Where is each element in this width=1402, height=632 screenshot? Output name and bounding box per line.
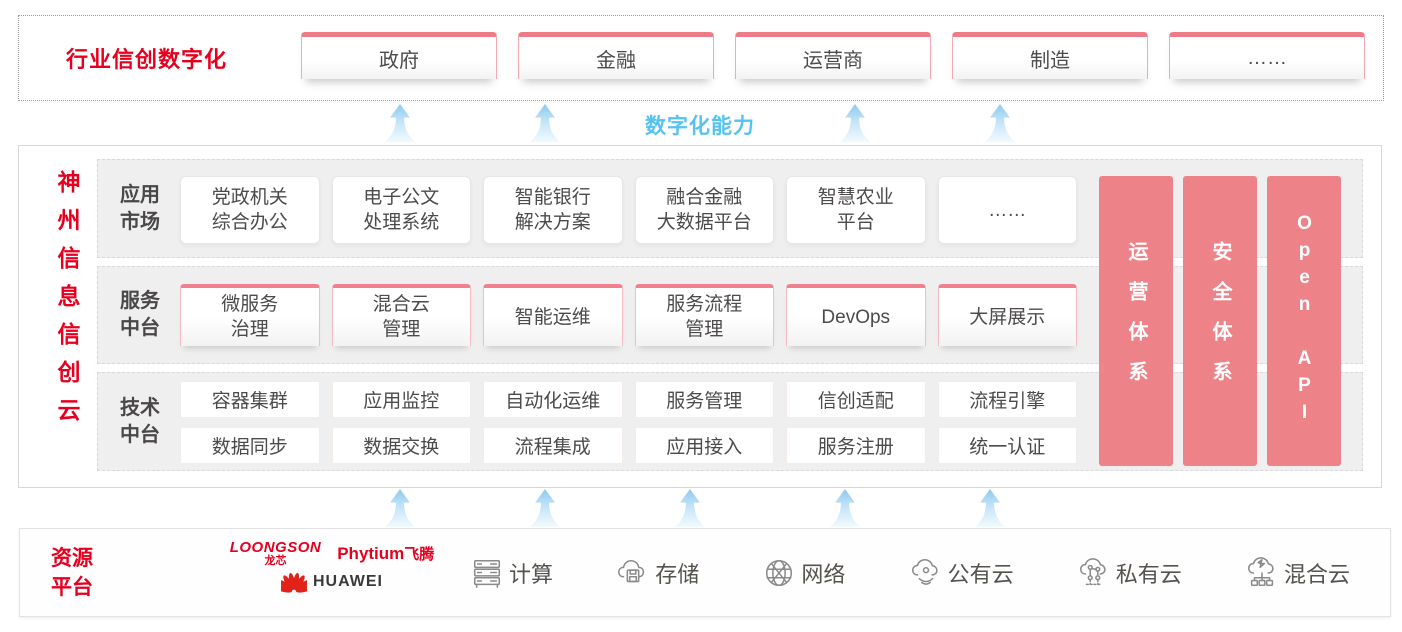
app-card: 智慧农业 平台: [786, 176, 926, 244]
resource-items: 计算 存储: [470, 529, 1350, 616]
up-arrow-icon: [529, 489, 561, 527]
up-arrow-icon: [839, 104, 871, 142]
tech-cell: 应用监控: [331, 381, 471, 418]
capability-label: 数字化能力: [645, 115, 755, 138]
tab-finance: 金融: [518, 32, 714, 79]
resource-item-network: 网络: [762, 556, 845, 590]
vendor-row: LOONGSON 龙芯 Phytium 飞腾: [230, 540, 435, 567]
service-card: 微服务 治理: [180, 284, 320, 346]
up-arrow-icon: [384, 489, 416, 527]
network-icon: [762, 556, 796, 590]
resource-title: 资源 平台: [51, 546, 93, 599]
app-card: 电子公文 处理系统: [331, 176, 471, 244]
resource-item-private-cloud: 私有云: [1077, 556, 1182, 590]
tech-cell: 数据同步: [180, 427, 320, 464]
service-card: 智能运维: [483, 284, 623, 346]
tech-cell: 服务注册: [786, 427, 926, 464]
xinchuang-cloud-panel: 神州信息信创云 应用 市场 党政机关 综合办公 电子公文 处理系统 智能银行 解…: [18, 145, 1382, 488]
up-arrow-icon: [529, 104, 561, 142]
up-arrow-icon: [974, 489, 1006, 527]
up-arrow-icon: [829, 489, 861, 527]
vendor-logos: LOONGSON 龙芯 Phytium 飞腾: [212, 540, 452, 594]
service-platform-band: 服务 中台 微服务 治理 混合云 管理 智能运维 服务流程 管理 DevOps …: [97, 266, 1363, 364]
tech-cell: 信创适配: [786, 381, 926, 418]
pillar-open-api: Open API: [1267, 176, 1341, 466]
huawei-logo: HUAWEI: [281, 570, 383, 594]
storage-icon: [616, 556, 650, 590]
tech-cell: 流程引擎: [937, 381, 1077, 418]
tech-cell: 自动化运维: [483, 381, 623, 418]
up-arrow-icon: [384, 104, 416, 142]
industry-tab-row: 政府 金融 运营商 制造 ……: [301, 32, 1365, 79]
app-market-band: 应用 市场 党政机关 综合办公 电子公文 处理系统 智能银行 解决方案 融合金融…: [97, 159, 1363, 258]
app-card: 党政机关 综合办公: [180, 176, 320, 244]
tab-government: 政府: [301, 32, 497, 79]
band-label: 服务 中台: [120, 290, 160, 339]
resource-label: 混合云: [1283, 561, 1350, 587]
tech-row: 容器集群 应用监控 自动化运维 服务管理 信创适配 流程引擎: [180, 381, 1077, 418]
resource-platform-panel: 资源 平台 LOONGSON 龙芯 Phytium 飞腾: [19, 528, 1391, 617]
resource-item-storage: 存储: [616, 556, 699, 590]
resource-label: 公有云: [947, 561, 1014, 587]
tech-cell: 数据交换: [331, 427, 471, 464]
resource-item-public-cloud: 公有云: [909, 556, 1014, 590]
band-label: 技术 中台: [120, 396, 160, 446]
resource-label: 网络: [801, 561, 846, 587]
hybrid-cloud-icon: [1245, 556, 1279, 590]
huawei-flower-icon: [281, 572, 307, 593]
service-card: DevOps: [786, 284, 926, 346]
pillar-security-system: 安全体系: [1183, 176, 1257, 466]
service-card: 服务流程 管理: [634, 284, 774, 346]
resource-label: 计算: [509, 561, 554, 587]
tab-ellipsis: ……: [1169, 32, 1365, 79]
resource-label: 私有云: [1115, 561, 1182, 587]
service-card-row: 微服务 治理 混合云 管理 智能运维 服务流程 管理 DevOps 大屏展示: [180, 284, 1077, 346]
loongson-logo: LOONGSON 龙芯: [229, 539, 322, 567]
tab-operator: 运营商: [735, 32, 931, 79]
pillar-operation-system: 运营体系: [1099, 176, 1173, 466]
public-cloud-icon: [909, 556, 943, 590]
private-cloud-icon: [1077, 556, 1111, 590]
app-card-row: 党政机关 综合办公 电子公文 处理系统 智能银行 解决方案 融合金融 大数据平台…: [180, 176, 1077, 244]
up-arrow-icon: [984, 104, 1016, 142]
up-arrow-icon: [674, 489, 706, 527]
phytium-logo: Phytium 飞腾: [337, 544, 435, 563]
tab-manufacturing: 制造: [952, 32, 1148, 79]
tech-row: 数据同步 数据交换 流程集成 应用接入 服务注册 统一认证: [180, 427, 1077, 464]
platform-title: 神州信息信创云: [54, 170, 80, 436]
tech-cell: 容器集群: [180, 381, 320, 418]
server-icon: [470, 556, 504, 590]
tech-platform-band: 技术 中台 容器集群 应用监控 自动化运维 服务管理 信创适配 流程引擎 数据同…: [97, 372, 1363, 471]
resource-item-compute: 计算: [470, 556, 553, 590]
resource-label: 存储: [655, 561, 700, 587]
tech-cell: 应用接入: [634, 427, 774, 464]
industry-digitalization-panel: 行业信创数字化 政府 金融 运营商 制造 ……: [18, 15, 1384, 101]
app-card-ellipsis: ……: [937, 176, 1077, 244]
service-card: 大屏展示: [937, 284, 1077, 346]
tech-cell: 统一认证: [937, 427, 1077, 464]
resource-item-hybrid-cloud: 混合云: [1245, 556, 1350, 590]
industry-title: 行业信创数字化: [66, 47, 228, 72]
band-label: 应用 市场: [120, 183, 160, 233]
tech-cell: 服务管理: [634, 381, 774, 418]
app-card: 智能银行 解决方案: [483, 176, 623, 244]
app-card: 融合金融 大数据平台: [634, 176, 774, 244]
tech-grid: 容器集群 应用监控 自动化运维 服务管理 信创适配 流程引擎 数据同步 数据交换…: [180, 381, 1077, 464]
tech-cell: 流程集成: [483, 427, 623, 464]
service-card: 混合云 管理: [331, 284, 471, 346]
